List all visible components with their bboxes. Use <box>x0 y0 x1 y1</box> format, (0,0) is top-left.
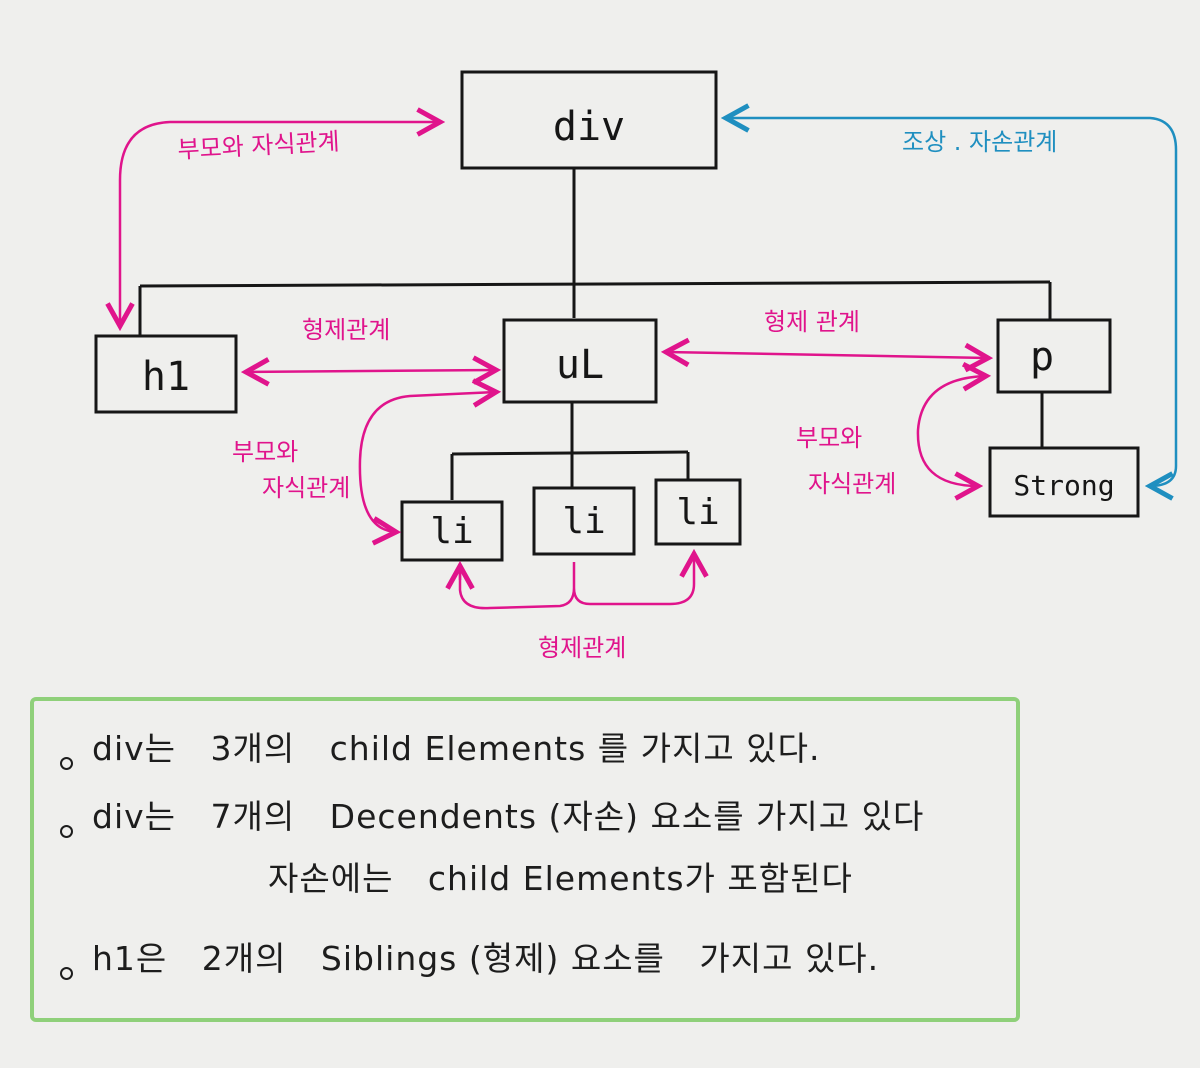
label-div-h1-relation: 부모와 자식관계 <box>177 128 340 164</box>
label-h1-ul-relation: 형제관계 <box>302 316 390 344</box>
label-div-strong-relation: 조상 . 자손관계 <box>902 128 1057 156</box>
arrow-li-siblings <box>458 554 694 610</box>
node-h1: h1 <box>94 334 238 414</box>
node-li-1: li <box>400 500 504 562</box>
arrow-h1-ul <box>246 370 496 372</box>
label-p-strong-relation-1: 부모와 <box>796 424 862 452</box>
label-ul-p-relation: 형제 관계 <box>764 308 860 336</box>
arrow-ul-li <box>358 392 496 532</box>
node-p-label: p <box>1030 334 1054 380</box>
node-li-2-label: li <box>562 501 605 542</box>
note-bullet-3 <box>60 967 73 980</box>
node-div-label: div <box>553 104 625 150</box>
arrow-div-h1 <box>120 122 440 326</box>
node-ul-label: uL <box>556 342 604 388</box>
notes-box <box>30 697 1020 1022</box>
node-h1-label: h1 <box>142 354 190 400</box>
arrow-div-strong-ancestor <box>726 118 1178 486</box>
node-li-3-label: li <box>676 492 719 533</box>
node-p: p <box>996 318 1112 394</box>
label-li-siblings: 형제관계 <box>538 634 626 662</box>
node-li-2: li <box>532 486 636 556</box>
node-li-1-label: li <box>430 511 473 552</box>
relation-arrows <box>120 122 988 610</box>
note-1: div는 3개의 child Elements 를 가지고 있다. <box>92 729 821 768</box>
note-bullet-2 <box>60 825 73 838</box>
node-strong: Strong <box>988 446 1140 518</box>
label-ul-li-relation-1: 부모와 <box>232 438 298 466</box>
node-ul: uL <box>502 318 658 404</box>
arrow-p-strong <box>916 376 986 486</box>
label-p-strong-relation-2: 자식관계 <box>808 470 896 498</box>
note-2-continued: 자손에는 child Elements가 포함된다 <box>268 859 853 898</box>
note-2: div는 7개의 Decendents (자손) 요소를 가지고 있다 <box>92 797 925 836</box>
node-strong-label: Strong <box>1013 469 1114 502</box>
note-bullet-1 <box>60 757 73 770</box>
arrow-ul-p <box>666 352 988 358</box>
node-div: div <box>460 70 718 170</box>
note-3: h1은 2개의 Siblings (형제) 요소를 가지고 있다. <box>92 939 880 978</box>
node-li-3: li <box>654 478 742 546</box>
label-ul-li-relation-2: 자식관계 <box>262 474 350 502</box>
